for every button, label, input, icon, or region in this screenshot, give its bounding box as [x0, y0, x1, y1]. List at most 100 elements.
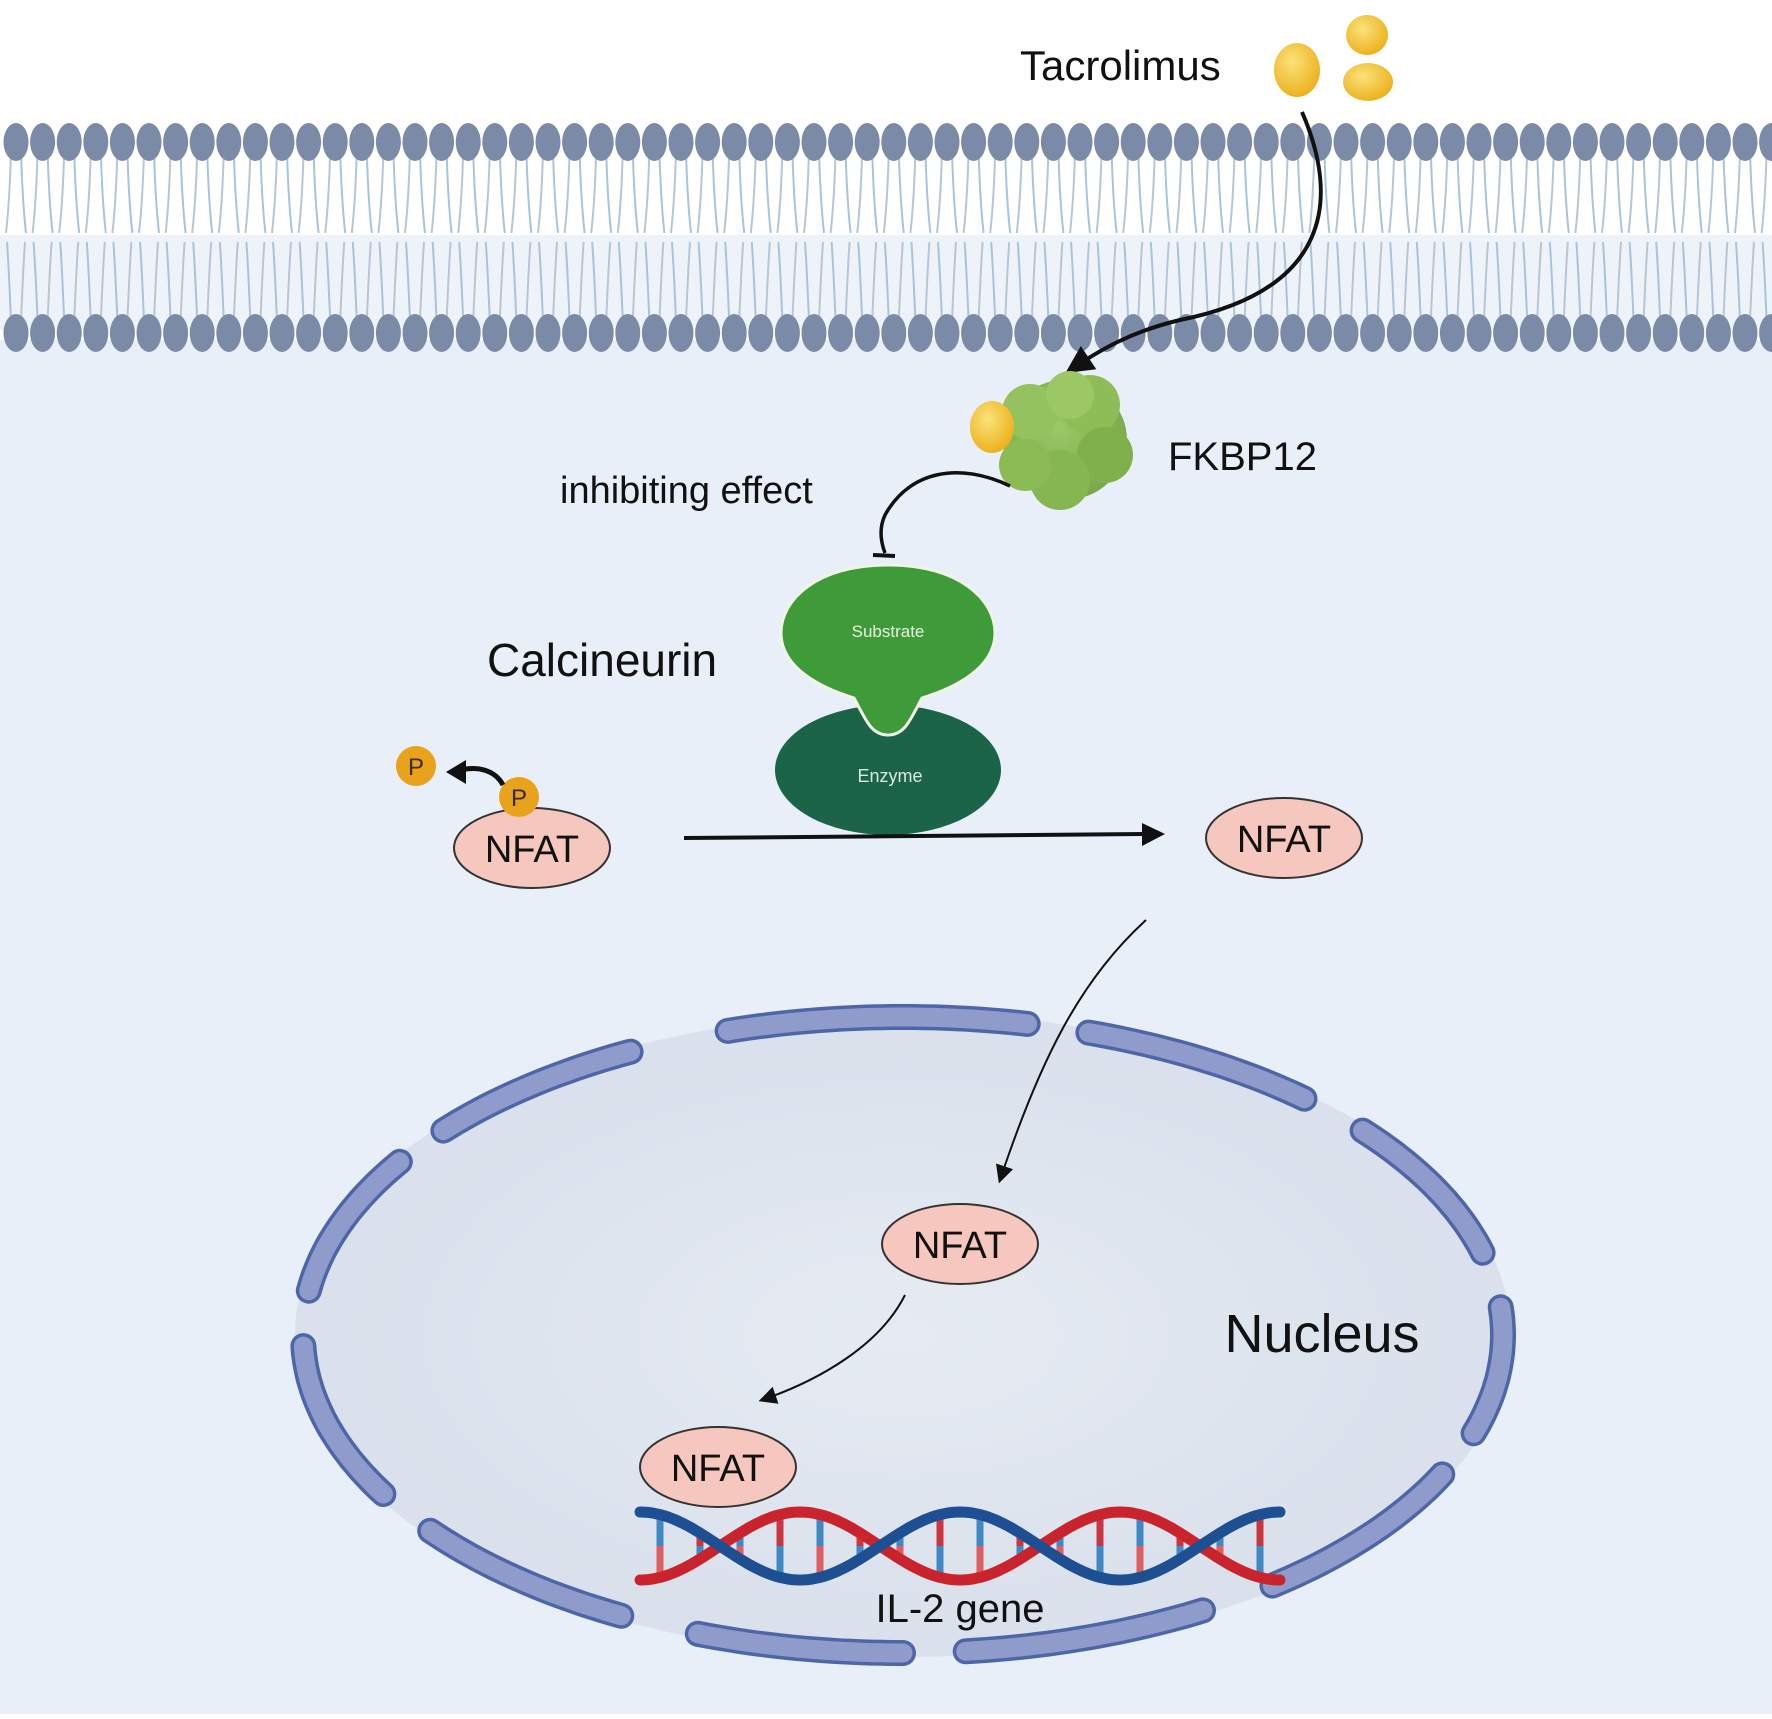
- phospholipid-head: [190, 314, 215, 352]
- nfat-label: NFAT: [913, 1225, 1007, 1267]
- phospholipid-head: [1467, 123, 1492, 161]
- phospholipid-head: [1733, 314, 1758, 352]
- phospholipid-head: [1679, 314, 1704, 352]
- phospholipid-head: [1413, 123, 1438, 161]
- phospholipid-head: [323, 314, 348, 352]
- phospholipid-head: [509, 123, 534, 161]
- phospholipid-head: [1706, 123, 1731, 161]
- phospholipid-head: [988, 314, 1013, 352]
- phospholipid-head: [1733, 123, 1758, 161]
- phosphate-label: P: [511, 785, 527, 812]
- nfat-dna-bound: NFAT: [640, 1427, 796, 1507]
- phospholipid-head: [775, 314, 800, 352]
- phospholipid-head: [137, 314, 162, 352]
- phospholipid-head: [429, 123, 454, 161]
- phospholipid-head: [1413, 314, 1438, 352]
- phospholipid-head: [1493, 314, 1518, 352]
- cell-membrane: [0, 120, 1772, 352]
- fkbp12-label: FKBP12: [1168, 435, 1317, 479]
- phospholipid-head: [1520, 314, 1545, 352]
- phospholipid-head: [456, 123, 481, 161]
- phospholipid-head: [1280, 314, 1305, 352]
- phospholipid-head: [961, 314, 986, 352]
- nfat-nuclear: NFAT: [882, 1204, 1038, 1284]
- phospholipid-head: [908, 314, 933, 352]
- inhibiting-effect-label: inhibiting effect: [560, 470, 813, 512]
- phospholipid-head: [190, 123, 215, 161]
- phospholipid-head: [1147, 314, 1172, 352]
- phospholipid-head: [243, 123, 268, 161]
- phospholipid-head: [1520, 123, 1545, 161]
- phospholipid-head: [855, 123, 880, 161]
- phospholipid-head: [1068, 314, 1093, 352]
- phospholipid-head: [1626, 314, 1651, 352]
- phospholipid-head: [110, 314, 135, 352]
- phospholipid-head: [1094, 123, 1119, 161]
- phospholipid-head: [775, 123, 800, 161]
- phospholipid-head: [30, 123, 55, 161]
- phospholipid-head: [163, 123, 188, 161]
- phospholipid-head: [1706, 314, 1731, 352]
- phospholipid-head: [57, 123, 82, 161]
- phospholipid-head: [1360, 314, 1385, 352]
- phospholipid-head: [4, 123, 29, 161]
- phospholipid-head: [722, 314, 747, 352]
- phospholipid-head: [695, 123, 720, 161]
- phospholipid-head: [1600, 123, 1625, 161]
- phospholipid-head: [1254, 314, 1279, 352]
- phospholipid-head: [1227, 123, 1252, 161]
- phospholipid-head: [722, 123, 747, 161]
- phospholipid-head: [1387, 123, 1412, 161]
- phospholipid-head: [615, 123, 640, 161]
- phospholipid-head: [935, 123, 960, 161]
- nfat-label: NFAT: [1237, 819, 1331, 861]
- phospholipid-head: [828, 123, 853, 161]
- phospholipid-head: [323, 123, 348, 161]
- phospholipid-head: [536, 314, 561, 352]
- phospholipid-head: [1254, 123, 1279, 161]
- phospholipid-head: [83, 123, 108, 161]
- phospholipid-head: [802, 314, 827, 352]
- phospholipid-head: [881, 314, 906, 352]
- phospholipid-head: [349, 123, 374, 161]
- phospholipid-head: [589, 123, 614, 161]
- nfat-label: NFAT: [485, 829, 579, 871]
- phospholipid-head: [961, 123, 986, 161]
- inhibition-bar-icon: [873, 555, 895, 556]
- drug-molecule: [1343, 63, 1393, 101]
- phospholipid-head: [137, 123, 162, 161]
- phospholipid-head: [562, 314, 587, 352]
- phospholipid-head: [669, 123, 694, 161]
- nfat-active: NFAT: [1206, 798, 1362, 878]
- phospholipid-head: [403, 314, 428, 352]
- phospholipid-head: [695, 314, 720, 352]
- phospholipid-head: [1440, 123, 1465, 161]
- phospholipid-head: [1280, 123, 1305, 161]
- phospholipid-head: [1121, 123, 1146, 161]
- phospholipid-head: [1014, 314, 1039, 352]
- nfat-label: NFAT: [671, 1448, 765, 1490]
- phospholipid-head: [243, 314, 268, 352]
- calcineurin-label: Calcineurin: [487, 634, 717, 686]
- phospholipid-head: [216, 314, 241, 352]
- phospholipid-head: [1334, 314, 1359, 352]
- phospholipid-head: [1334, 123, 1359, 161]
- phospholipid-head: [589, 314, 614, 352]
- phospholipid-head: [615, 314, 640, 352]
- phospholipid-head: [376, 314, 401, 352]
- phospholipid-head: [509, 314, 534, 352]
- phospholipid-head: [828, 314, 853, 352]
- phospholipid-head: [1227, 314, 1252, 352]
- phospholipid-head: [163, 314, 188, 352]
- phospholipid-head: [1360, 123, 1385, 161]
- phospholipid-head: [1573, 123, 1598, 161]
- phospholipid-head: [1041, 314, 1066, 352]
- phospholipid-head: [536, 123, 561, 161]
- phospholipid-head: [988, 123, 1013, 161]
- phospholipid-head: [1626, 123, 1651, 161]
- phospholipid-head: [482, 123, 507, 161]
- phospholipid-head: [748, 123, 773, 161]
- phospholipid-head: [1467, 314, 1492, 352]
- phospholipid-head: [482, 314, 507, 352]
